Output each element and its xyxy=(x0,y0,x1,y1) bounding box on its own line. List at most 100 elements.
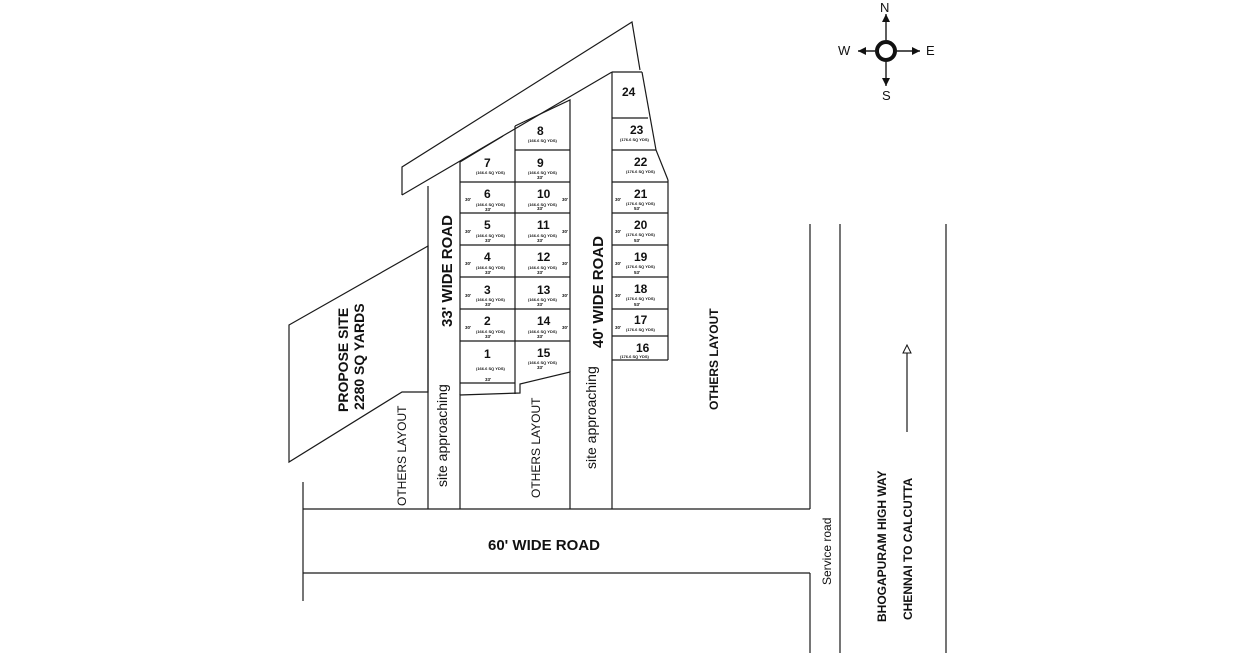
plot-13-depth: 30' xyxy=(562,293,568,298)
plot-dimensions: 33' 33' 33' 33' 33' 33' 33' 33' 33' 33' … xyxy=(465,175,640,382)
others-layout-right-label: OTHERS LAYOUT xyxy=(707,308,721,410)
compass-west-label: W xyxy=(838,43,851,58)
area-labels: PROPOSE SITE 2280 SQ YARDS OTHERS LAYOUT… xyxy=(335,303,721,506)
plot-18-depth: 30' xyxy=(615,293,621,298)
compass-east-label: E xyxy=(926,43,935,58)
plot-1-number[interactable]: 1 xyxy=(484,347,491,361)
plot-22-number[interactable]: 22 xyxy=(634,155,648,169)
plot-21-depth: 30' xyxy=(615,197,621,202)
propose-site-area: 2280 SQ YARDS xyxy=(351,303,367,410)
north-arrow-icon xyxy=(882,14,890,22)
plot-6-area: (166.6 SQ YDS) xyxy=(476,202,505,207)
plot-15-number[interactable]: 15 xyxy=(537,346,551,360)
plot-10-area: (166.6 SQ YDS) xyxy=(528,202,557,207)
plot-20-depth: 30' xyxy=(615,229,621,234)
plot-3-width: 33' xyxy=(485,302,491,307)
plot-19-area: (176.6 SQ YDS) xyxy=(626,264,655,269)
plot-19-width: 53' xyxy=(634,270,640,275)
plot-16-area: (176.6 SQ YDS) xyxy=(620,354,649,359)
plot-16-number[interactable]: 16 xyxy=(636,341,650,355)
right-plot-column xyxy=(612,71,669,337)
plot-19-depth: 30' xyxy=(615,261,621,266)
plot-6-depth: 30' xyxy=(465,197,471,202)
highway-direction-arrow-icon xyxy=(902,343,912,354)
plot-2-width: 33' xyxy=(485,334,491,339)
plot-19-number[interactable]: 19 xyxy=(634,250,648,264)
boundary-lines xyxy=(288,21,947,653)
plot-11-area: (166.6 SQ YDS) xyxy=(528,233,557,238)
site-approaching-right-label: site approaching xyxy=(583,366,599,469)
plot-11-depth: 30' xyxy=(562,229,568,234)
highway-label: BHOGAPURAM HIGH WAY xyxy=(875,470,889,622)
service-road-label: Service road xyxy=(820,518,834,585)
left-plot-column xyxy=(459,135,516,395)
plot-11-width: 33' xyxy=(537,238,543,243)
compass-ring-icon xyxy=(875,40,897,62)
plot-1-area: (166.6 SQ YDS) xyxy=(476,366,505,371)
site-approaching-left-label: site approaching xyxy=(434,384,450,487)
plot-8-area: (166.6 SQ YDS) xyxy=(528,138,557,143)
plot-5-number[interactable]: 5 xyxy=(484,218,491,232)
plot-7-number[interactable]: 7 xyxy=(484,156,491,170)
plot-3-number[interactable]: 3 xyxy=(484,283,491,297)
plot-14-area: (166.6 SQ YDS) xyxy=(528,329,557,334)
compass-rose: N S W E xyxy=(838,0,935,103)
plot-numbers: 1 2 3 4 5 6 7 8 9 10 11 12 13 14 15 16 1… xyxy=(484,85,650,361)
plot-11-number[interactable]: 11 xyxy=(537,218,550,232)
plot-17-depth: 30' xyxy=(615,325,621,330)
plot-15-width: 33' xyxy=(537,365,543,370)
plot-3-area: (166.6 SQ YDS) xyxy=(476,297,505,302)
plot-10-depth: 30' xyxy=(562,197,568,202)
highway-direction-label: CHENNAI TO CALCUTTA xyxy=(901,477,915,620)
plot-24-number[interactable]: 24 xyxy=(622,85,636,99)
plot-9-number[interactable]: 9 xyxy=(537,156,544,170)
plot-12-depth: 30' xyxy=(562,261,568,266)
plot-23-number[interactable]: 23 xyxy=(630,123,644,137)
plot-2-number[interactable]: 2 xyxy=(484,314,491,328)
others-layout-left-label: OTHERS LAYOUT xyxy=(395,405,409,506)
plot-9-area: (166.6 SQ YDS) xyxy=(528,170,557,175)
plot-10-width: 33' xyxy=(537,206,543,211)
plot-12-number[interactable]: 12 xyxy=(537,250,551,264)
road-40-label: 40' WIDE ROAD xyxy=(590,236,607,348)
plot-5-width: 33' xyxy=(485,238,491,243)
compass-north-label: N xyxy=(880,0,889,15)
plot-15-area: (166.6 SQ YDS) xyxy=(528,360,557,365)
plot-14-depth: 30' xyxy=(562,325,568,330)
plot-18-number[interactable]: 18 xyxy=(634,282,648,296)
plot-10-number[interactable]: 10 xyxy=(537,187,551,201)
plot-6-number[interactable]: 6 xyxy=(484,187,491,201)
propose-site-title: PROPOSE SITE xyxy=(335,308,351,412)
plot-13-number[interactable]: 13 xyxy=(537,283,551,297)
plot-6-width: 33' xyxy=(485,207,491,212)
west-arrow-icon xyxy=(858,47,866,55)
road-labels: 60' WIDE ROAD 33' WIDE ROAD 40' WIDE ROA… xyxy=(439,215,915,622)
plot-17-number[interactable]: 17 xyxy=(634,313,648,327)
plot-23-area: (176.6 SQ YDS) xyxy=(620,137,649,142)
compass-south-label: S xyxy=(882,88,891,103)
plot-5-area: (166.6 SQ YDS) xyxy=(476,233,505,238)
plot-4-width: 33' xyxy=(485,270,491,275)
plot-21-width: 53' xyxy=(634,206,640,211)
others-layout-middle-label: OTHERS LAYOUT xyxy=(529,397,543,498)
plot-area-notes: (166.6 SQ YDS) (166.6 SQ YDS) (166.6 SQ … xyxy=(476,137,655,371)
plot-17-area: (176.6 SQ YDS) xyxy=(626,327,655,332)
plot-14-number[interactable]: 14 xyxy=(537,314,551,328)
plot-2-depth: 30' xyxy=(465,325,471,330)
plot-8-number[interactable]: 8 xyxy=(537,124,544,138)
plot-18-area: (176.6 SQ YDS) xyxy=(626,296,655,301)
road-33-label: 33' WIDE ROAD xyxy=(439,215,456,327)
plot-21-number[interactable]: 21 xyxy=(634,187,648,201)
plot-13-area: (166.6 SQ YDS) xyxy=(528,297,557,302)
plot-12-width: 33' xyxy=(537,270,543,275)
east-arrow-icon xyxy=(912,47,920,55)
plot-3-depth: 30' xyxy=(465,293,471,298)
plot-14-width: 33' xyxy=(537,334,543,339)
plot-4-area: (166.6 SQ YDS) xyxy=(476,265,505,270)
propose-site-plot xyxy=(288,244,429,464)
plot-4-number[interactable]: 4 xyxy=(484,250,491,264)
plot-18-width: 53' xyxy=(634,302,640,307)
plot-22-area: (176.6 SQ YDS) xyxy=(626,169,655,174)
plot-20-width: 53' xyxy=(634,238,640,243)
plot-20-number[interactable]: 20 xyxy=(634,218,648,232)
